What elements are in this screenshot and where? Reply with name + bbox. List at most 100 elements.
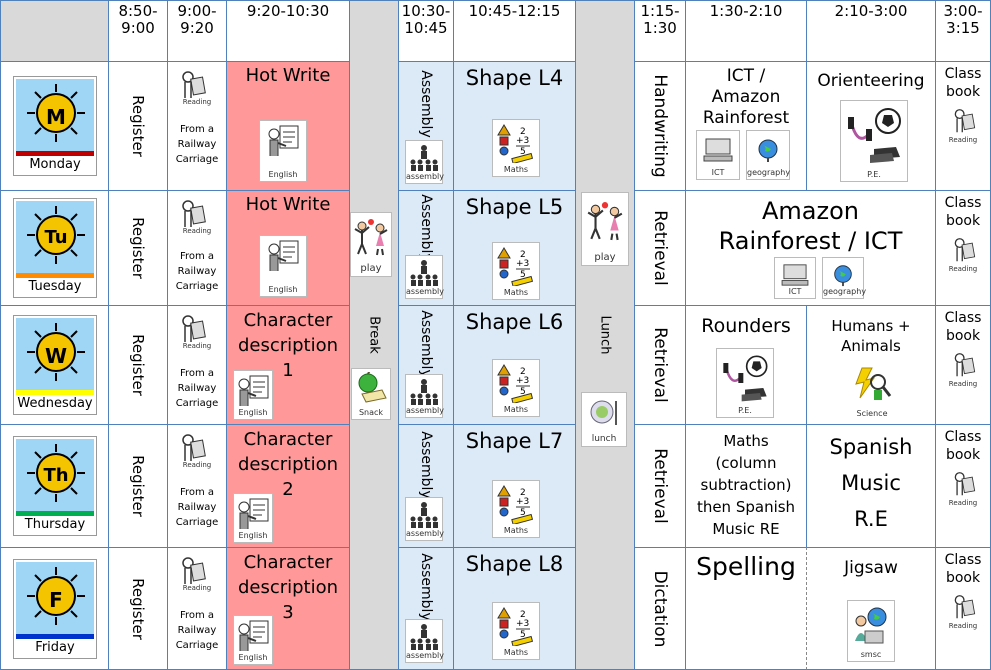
register-label: Register	[129, 455, 147, 517]
assembly-cell: Assembly assembly	[398, 424, 454, 548]
time-header-130: 1:30-2:10	[685, 0, 807, 62]
english-line: description	[237, 577, 339, 598]
lunch-card: lunch	[581, 392, 627, 447]
english-card: English	[233, 615, 273, 665]
assembly-icon	[410, 379, 438, 405]
reading-caption: Reading	[182, 227, 212, 235]
reading-icon	[182, 71, 206, 98]
orienteering-label: Orienteering	[817, 71, 925, 91]
svg-text:2: 2	[520, 488, 526, 498]
assembly-caption: assembly	[406, 651, 444, 660]
assembly-cell: Assembly assembly	[398, 547, 454, 670]
reading-line: From a	[179, 487, 215, 498]
classbook-cell: Class book Reading	[935, 305, 991, 425]
maths-icon: 2 +3 5	[497, 247, 534, 286]
ict-amazon-line2: Amazon	[711, 87, 781, 107]
globe-icon	[834, 265, 852, 287]
classbook-caption: Reading	[948, 380, 978, 388]
maths-cell: Shape L4 2 +3 5 Maths	[453, 61, 576, 191]
classbook-line1: Class	[944, 429, 982, 445]
amazon-line2: Rainforest / ICT	[718, 227, 903, 255]
children-playing-icon	[587, 202, 623, 241]
reading-line: Carriage	[175, 398, 219, 409]
afternoon-intro-label: Retrieval	[650, 448, 670, 524]
classbook-line2: book	[945, 328, 981, 344]
assembly-icon	[410, 624, 438, 650]
register-cell: Register	[108, 424, 168, 548]
maths-caption: Maths	[503, 165, 529, 174]
english-line: Character	[243, 310, 333, 331]
reading-cell: Reading From a Railway Carriage	[167, 547, 227, 670]
assembly-card: assembly	[405, 619, 444, 663]
pe-equipment-icon	[848, 108, 901, 163]
svg-text:2: 2	[520, 250, 526, 260]
maths-card: 2 +3 5 Maths	[492, 359, 540, 417]
assembly-caption: assembly	[406, 172, 444, 181]
classbook-line2: book	[945, 84, 981, 100]
english-line: 2	[282, 479, 294, 500]
play-caption: play	[360, 263, 382, 274]
amazon-ict-merged-cell: Amazon Rainforest / ICT ICT geography	[685, 190, 936, 306]
english-card: English	[259, 120, 307, 182]
classbook-line2: book	[945, 213, 981, 229]
spanish-label: Spanish	[829, 435, 913, 459]
assembly-card: assembly	[405, 374, 444, 418]
lunch-play-caption: play	[594, 252, 616, 263]
reading-line: From a	[179, 124, 215, 135]
reading-icon	[182, 434, 206, 461]
classbook-line1: Class	[944, 66, 982, 82]
maths-lesson: Shape L7	[465, 429, 564, 453]
children-playing-icon	[354, 219, 388, 256]
day-letter: Tu	[44, 227, 68, 248]
writing-icon	[238, 620, 269, 651]
maths-lesson: Shape L6	[465, 310, 564, 334]
maths-caption: Maths	[503, 288, 529, 297]
science-line2: Animals	[841, 337, 901, 355]
english-caption: English	[238, 653, 268, 662]
spanish-music-re-cell: Spanish Music R.E	[806, 424, 936, 548]
svg-text:5: 5	[520, 387, 526, 397]
writing-icon	[238, 375, 269, 406]
geography-caption: geography	[747, 168, 791, 177]
day-color-bar	[16, 273, 94, 278]
snack-card: Snack	[351, 368, 391, 420]
amazon-line1: Amazon	[762, 197, 859, 225]
day-letter: W	[44, 344, 68, 368]
maths-cell: Shape L6 2 +3 5 Maths	[453, 305, 576, 425]
jigsaw-cell: Jigsaw smsc	[806, 547, 936, 670]
afternoon-intro-cell: Retrieval	[634, 305, 686, 425]
spelling-label: Spelling	[696, 552, 796, 581]
lunch-column	[575, 0, 635, 670]
day-letter: F	[49, 587, 63, 612]
classbook-line1: Class	[944, 195, 982, 211]
day-card: Tu Tuesday	[13, 198, 97, 298]
afternoon-intro-label: Retrieval	[650, 327, 670, 403]
day-color-bar	[16, 633, 94, 639]
maths-card: 2 +3 5 Maths	[492, 119, 540, 177]
time-header-850: 8:50- 9:00	[108, 0, 168, 62]
maths-lesson: Shape L8	[465, 552, 564, 576]
english-caption: English	[268, 170, 298, 179]
english-line: 3	[282, 602, 294, 623]
reading-icon	[182, 557, 206, 584]
afternoon-intro-cell: Retrieval	[634, 424, 686, 548]
ict-amazon-cell: ICT / Amazon Rainforest ICT geography	[685, 61, 807, 191]
classbook-caption: Reading	[948, 136, 978, 144]
afternoon-intro-cell: Retrieval	[634, 190, 686, 306]
reading-icon	[954, 472, 976, 496]
english-line: Character	[243, 552, 333, 573]
reading-icon	[954, 353, 976, 377]
reading-title: From a Railway Carriage	[168, 608, 226, 653]
day-name: Thursday	[24, 517, 86, 532]
day-cell: F Friday	[0, 547, 109, 670]
pe-caption-wed: P.E.	[738, 406, 752, 415]
english-title: Hot Write	[227, 194, 349, 216]
globe-icon	[758, 139, 778, 162]
play-card-break: play	[350, 212, 392, 277]
english-line: description	[237, 335, 339, 356]
time-header-300: 3:00- 3:15	[935, 0, 991, 62]
reading-caption: Reading	[182, 98, 212, 106]
classbook-cell: Class book Reading	[935, 190, 991, 306]
